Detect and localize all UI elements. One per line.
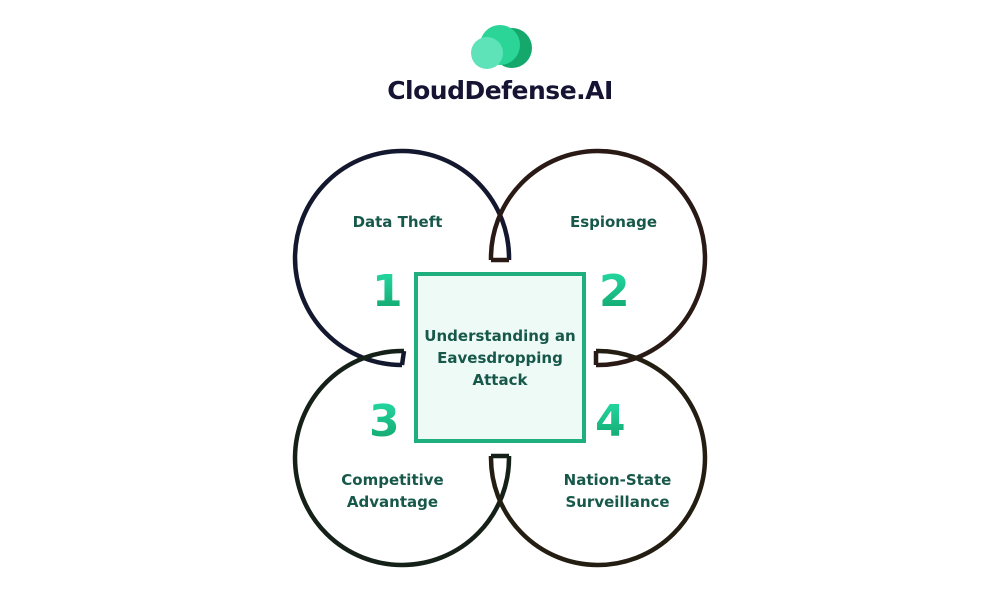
ring-1 — [292, 148, 512, 368]
brand-name: CloudDefense.AI — [387, 76, 613, 105]
item-1-label-line: Data Theft — [352, 213, 443, 231]
item-3-label-line-1: Competitive — [341, 471, 444, 489]
center-title-box: Understanding an Eavesdropping Attack — [414, 272, 586, 443]
center-title-line-1: Understanding an — [424, 326, 576, 345]
item-3-number: 3 — [369, 396, 400, 447]
center-title: Understanding an Eavesdropping Attack — [420, 325, 579, 391]
ring-2 — [488, 148, 708, 368]
item-4-label-line-1: Nation-State — [563, 471, 672, 489]
item-3-label-line-2: Advantage — [346, 493, 439, 511]
item-4-label: Nation-State Surveillance — [540, 469, 695, 513]
item-2-number: 2 — [599, 266, 630, 317]
ring-4 — [488, 348, 708, 568]
item-2-label: Espionage — [536, 211, 691, 233]
ring-3 — [292, 348, 512, 568]
center-title-line-2: Eavesdropping — [437, 348, 563, 367]
item-4-label-line-2: Surveillance — [565, 493, 670, 511]
item-4-number: 4 — [595, 396, 626, 447]
cloud-logo-icon — [471, 25, 532, 69]
item-2-label-line: Espionage — [569, 213, 658, 231]
item-3-label: Competitive Advantage — [315, 469, 470, 513]
item-1-number: 1 — [372, 266, 403, 317]
loop-cap-left — [399, 350, 407, 366]
center-title-line-3: Attack — [472, 370, 528, 389]
item-1-label: Data Theft — [320, 211, 475, 233]
